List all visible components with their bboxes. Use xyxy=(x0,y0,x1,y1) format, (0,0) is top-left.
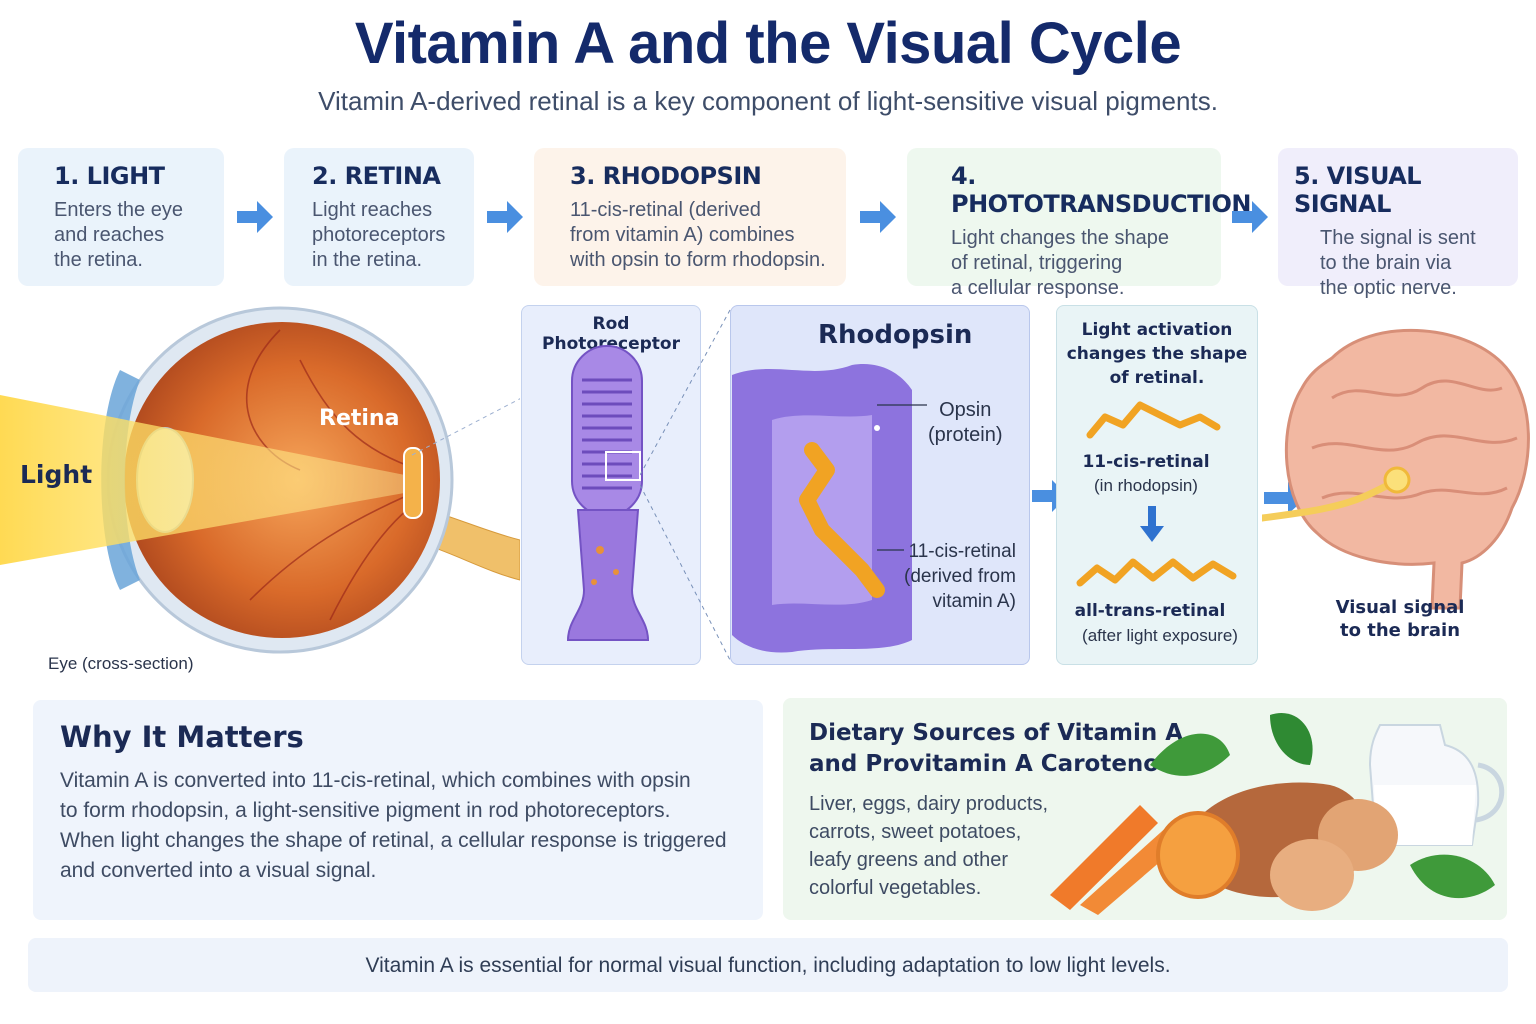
cis-retinal-molecule xyxy=(1086,401,1221,439)
footer-panel xyxy=(28,938,1508,992)
arrow-right-icon xyxy=(487,201,523,233)
trans-retinal-sub: (after light exposure) xyxy=(1082,626,1238,645)
step-light: 1. LIGHT Enters the eye and reaches the … xyxy=(18,148,224,286)
step-retina: 2. RETINA Light reaches photoreceptors i… xyxy=(284,148,474,286)
brain-caption: Visual signal to the brain xyxy=(1335,597,1465,641)
step-body: Light changes the shape of retinal, trig… xyxy=(951,227,1169,299)
step-body: The signal is sent to the brain via the … xyxy=(1320,227,1476,299)
rod-title: Rod Photoreceptor xyxy=(542,314,680,354)
why-body: Vitamin A is converted into 11-cis-retin… xyxy=(60,766,727,886)
retinal-label: 11-cis-retinal (derived from vitamin A) xyxy=(904,541,1016,612)
eye-caption: Eye (cross-section) xyxy=(48,654,194,673)
food-illustration xyxy=(1050,713,1505,915)
diet-line: colorful vegetables. xyxy=(809,877,982,899)
rod-photoreceptor-illustration xyxy=(566,345,650,641)
step-body: Enters the eye and reaches the retina. xyxy=(54,199,183,271)
trans-retinal-label: all-trans-retinal xyxy=(1074,601,1226,621)
why-line: Vitamin A is converted into 11-cis-retin… xyxy=(60,769,691,792)
eye-illustration xyxy=(0,306,520,654)
why-line: to form rhodopsin, a light-sensitive pig… xyxy=(60,799,671,822)
activation-panel xyxy=(1056,305,1258,665)
rhodopsin-protein-illustration xyxy=(732,364,927,653)
footer-note: Vitamin A is essential for normal visual… xyxy=(365,954,1171,977)
light-label: Light xyxy=(20,460,93,489)
zoom-lines xyxy=(640,309,731,661)
rhodopsin-title: Rhodopsin xyxy=(818,320,973,350)
step-title: 5. VISUAL SIGNAL xyxy=(1294,162,1422,218)
cis-retinal-sub: (in rhodopsin) xyxy=(1094,476,1198,495)
why-title: Why It Matters xyxy=(60,720,304,754)
why-line: and converted into a visual signal. xyxy=(60,859,377,882)
step-title: 2. RETINA xyxy=(312,162,441,190)
arrow-right-icon xyxy=(1232,201,1268,233)
diet-title: Dietary Sources of Vitamin A and Provita… xyxy=(809,718,1197,780)
diet-title-line: and Provitamin A Carotenoids xyxy=(809,751,1198,777)
step-phototransduction: 4. PHOTOTRANSDUCTION Light changes the s… xyxy=(907,148,1251,299)
diet-line: carrots, sweet potatoes, xyxy=(809,821,1022,843)
why-line: When light changes the shape of retinal,… xyxy=(60,829,727,852)
arrow-right-icon xyxy=(237,201,273,233)
arrow-right-icon xyxy=(860,201,896,233)
step-title: 1. LIGHT xyxy=(54,162,165,190)
opsin-label: Opsin (protein) xyxy=(928,399,1003,446)
why-panel xyxy=(33,700,763,920)
arrow-down-icon xyxy=(1140,506,1164,542)
page-title: Vitamin A and the Visual Cycle xyxy=(354,11,1182,76)
cis-retinal-label: 11-cis-retinal xyxy=(1082,452,1210,472)
retina-label: Retina xyxy=(319,406,400,431)
step-title: 4. PHOTOTRANSDUCTION xyxy=(951,162,1251,218)
diet-title-line: Dietary Sources of Vitamin A xyxy=(809,720,1184,746)
diet-body: Liver, eggs, dairy products, carrots, sw… xyxy=(809,790,1048,902)
page-subtitle: Vitamin A-derived retinal is a key compo… xyxy=(318,86,1218,116)
step-title: 3. RHODOPSIN xyxy=(570,162,762,190)
trans-retinal-molecule xyxy=(1076,558,1237,587)
step-body: Light reaches photoreceptors in the reti… xyxy=(312,199,446,271)
brain-illustration xyxy=(1262,328,1530,610)
step-visual-signal: 5. VISUAL SIGNAL The signal is sent to t… xyxy=(1278,148,1518,299)
diet-line: leafy greens and other xyxy=(809,849,1009,871)
diet-line: Liver, eggs, dairy products, xyxy=(809,793,1049,815)
step-rhodopsin: 3. RHODOPSIN 11-cis-retinal (derived fro… xyxy=(534,148,846,286)
activation-title: Light activation changes the shape of re… xyxy=(1066,320,1248,388)
step-body: 11-cis-retinal (derived from vitamin A) … xyxy=(570,199,826,271)
